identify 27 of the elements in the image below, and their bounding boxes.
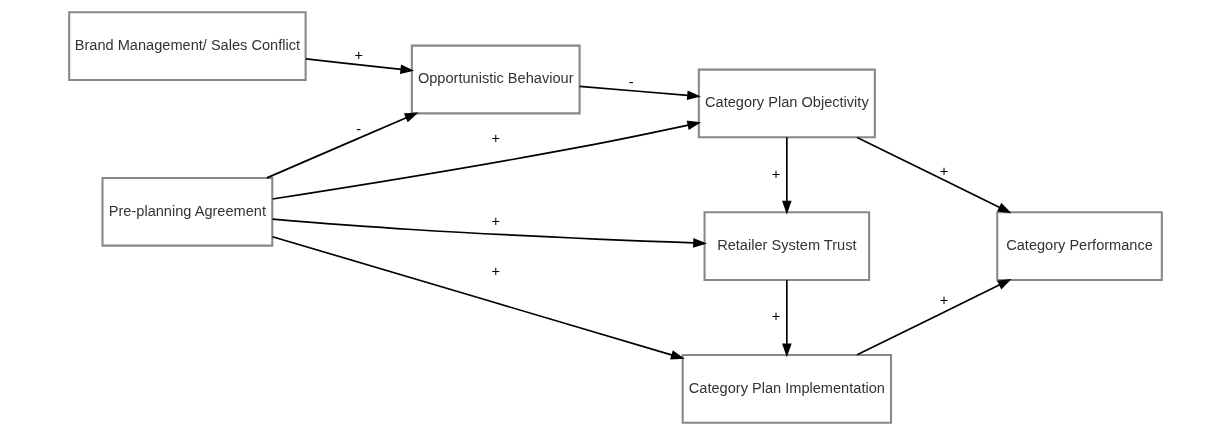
node-box: Pre-planning Agreement [101, 176, 274, 247]
edge-label: - [356, 120, 362, 137]
edge-label: - [628, 73, 634, 90]
edge-label: + [771, 165, 781, 182]
edge-label: + [771, 308, 781, 325]
arrow [271, 120, 702, 200]
node-box: Retailer System Trust [703, 211, 871, 282]
arrow [782, 136, 792, 215]
edge-label: + [354, 46, 363, 63]
arrow [271, 218, 707, 248]
node-box: Category Plan Objectivity [697, 68, 876, 139]
arrow [856, 279, 1012, 356]
edge-label: + [939, 162, 949, 179]
arrow [271, 235, 685, 360]
edge-label: + [491, 130, 500, 147]
arrow [266, 112, 419, 179]
node-box: Opportunistic Behaviour [410, 44, 581, 115]
edge-label: + [491, 212, 500, 229]
node-box: Category Plan Implementation [681, 353, 893, 424]
arrow [782, 279, 792, 358]
arrow [856, 136, 1012, 214]
arrow [578, 85, 701, 101]
arrow [305, 58, 415, 74]
node-box: Brand Management/ Sales Conflict [68, 11, 307, 82]
node-box: Category Performance [996, 211, 1163, 282]
edge-label: + [939, 291, 949, 308]
edge-label: + [491, 262, 500, 279]
